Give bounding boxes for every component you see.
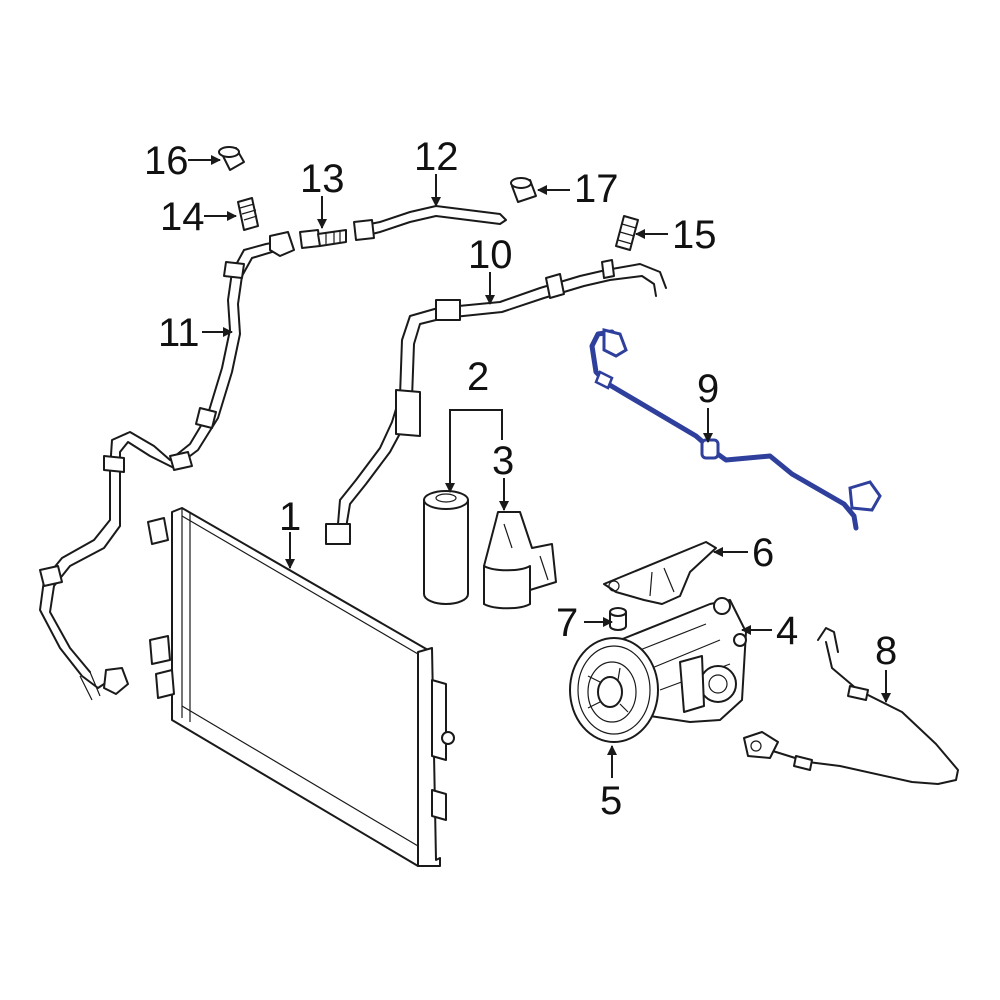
pressure-line[interactable]	[353, 205, 507, 241]
bolt[interactable]	[299, 229, 347, 249]
callout-5: 5	[600, 779, 622, 823]
callout-17: 17	[574, 167, 619, 211]
cap-left[interactable]	[218, 146, 245, 171]
compressor-clutch[interactable]	[569, 637, 659, 743]
callout-numbers: 1 2 3 4 5 6 7 8 9 10 11 12 13 14 15 16 1…	[144, 135, 897, 823]
liquid-line[interactable]	[325, 259, 667, 545]
callout-11: 11	[158, 311, 200, 355]
callout-leaders	[188, 155, 891, 778]
callout-2: 2	[467, 355, 489, 399]
ac-hose[interactable]	[39, 231, 295, 701]
callout-4: 4	[776, 609, 798, 653]
receiver-drier[interactable]	[423, 490, 469, 605]
callout-6: 6	[752, 531, 774, 575]
callout-16: 16	[144, 139, 189, 183]
valve-core-right[interactable]	[615, 215, 639, 251]
callout-9: 9	[697, 367, 719, 411]
drier-bracket[interactable]	[483, 511, 557, 610]
callout-3: 3	[492, 439, 514, 483]
compressor-bracket[interactable]	[603, 541, 717, 605]
callout-1: 1	[279, 495, 301, 539]
callout-13: 13	[300, 157, 345, 201]
callout-7: 7	[556, 601, 578, 645]
discharge-hose[interactable]	[743, 627, 959, 785]
callout-15: 15	[672, 213, 717, 257]
suction-hose[interactable]	[589, 328, 882, 531]
callout-12: 12	[414, 135, 459, 179]
callout-10: 10	[468, 233, 513, 277]
callout-14: 14	[160, 195, 205, 239]
callout-8: 8	[875, 629, 897, 673]
cap-right[interactable]	[510, 177, 537, 203]
condenser[interactable]	[147, 507, 455, 867]
valve-core-left[interactable]	[237, 197, 259, 231]
sleeve[interactable]	[609, 607, 627, 631]
